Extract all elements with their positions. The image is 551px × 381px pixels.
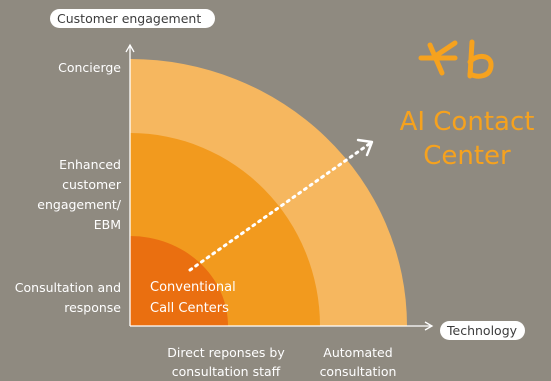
y-level-consultation-line-1: Consultation and <box>15 280 121 295</box>
x-axis-label: Technology <box>446 323 518 338</box>
y-level-consultation-line-2: response <box>64 300 121 315</box>
brand-title-line-1: AI Contact <box>400 107 535 137</box>
growth-trajectory-line <box>188 140 374 272</box>
trajectory-arrowhead <box>356 138 374 157</box>
x-axis-label-pill <box>440 321 525 340</box>
y-level-enhanced-line-3: engagement/ <box>37 197 122 212</box>
kb-logo-icon <box>418 39 494 79</box>
y-level-enhanced-line-2: customer <box>62 177 122 192</box>
y-level-concierge: Concierge <box>58 60 121 75</box>
y-axis-label: Customer engagement <box>57 11 201 26</box>
x-level-automated-line-1: Automated <box>323 345 392 360</box>
brand-title-line-2: Center <box>423 141 511 171</box>
y-level-enhanced-line-1: Enhanced <box>59 157 121 172</box>
inner-arc-conventional-call-centers <box>130 236 228 326</box>
y-axis-label-pill <box>50 9 215 28</box>
x-level-direct-line-1: Direct reponses by <box>167 345 285 360</box>
conventional-call-centers-line-2: Call Centers <box>150 301 229 316</box>
x-level-automated-line-2: consultation <box>320 364 397 379</box>
x-level-direct-line-2: consultation staff <box>172 364 281 379</box>
conventional-call-centers-line-1: Conventional <box>150 280 236 295</box>
y-level-enhanced-line-4: EBM <box>94 217 121 232</box>
